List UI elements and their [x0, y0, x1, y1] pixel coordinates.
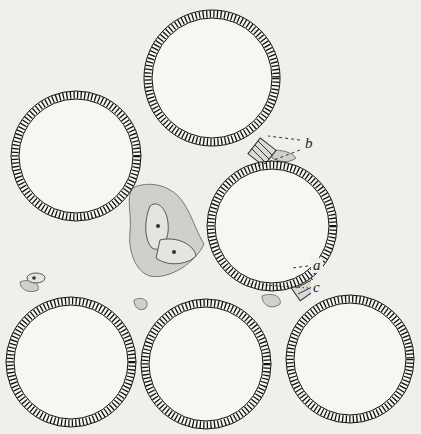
cell-wall-outer — [11, 91, 141, 221]
cell-wall-outer — [286, 295, 414, 423]
cell-wall-inner — [19, 99, 133, 213]
cell-wall-striation — [290, 299, 410, 419]
cell-wall-striation — [211, 165, 333, 287]
nucleus — [156, 224, 160, 228]
cell — [11, 91, 141, 221]
intercellular-space — [272, 150, 296, 162]
intercellular-space — [134, 298, 147, 309]
cell — [144, 10, 280, 146]
leader-line — [258, 150, 300, 166]
cell-wall-inner — [149, 307, 263, 421]
cell-wall-outer — [207, 161, 337, 291]
cell — [141, 299, 271, 429]
leader-line — [250, 284, 308, 288]
leader-line — [292, 266, 308, 268]
cell-wall-striation — [10, 301, 132, 423]
cell-wall-inner — [294, 303, 406, 415]
cell — [286, 295, 414, 423]
intercellular-space — [262, 294, 280, 306]
pit-hatching — [252, 141, 272, 163]
cell-wall-outer — [141, 299, 271, 429]
cell — [6, 297, 136, 427]
cell-wall-inner — [152, 18, 272, 138]
cell-wall-striation — [145, 303, 267, 425]
cells — [6, 10, 414, 429]
leader-line — [268, 136, 300, 140]
callout-letter: c — [311, 280, 322, 295]
protoplast — [156, 239, 196, 264]
nucleus — [172, 250, 176, 254]
cell-wall-outer — [144, 10, 280, 146]
cell-wall-inner — [14, 305, 128, 419]
protoplast — [27, 273, 45, 283]
callout-letter: a — [311, 258, 323, 273]
cell-wall-outer — [6, 297, 136, 427]
cell-wall-inner — [215, 169, 329, 283]
intercellular-space — [129, 184, 204, 276]
cell-wall-striation — [15, 95, 137, 217]
cell-wall-striation — [148, 14, 276, 142]
cell — [207, 161, 337, 291]
leader-lines — [250, 136, 308, 288]
callout-letter: b — [303, 136, 315, 151]
nucleus — [32, 276, 36, 280]
